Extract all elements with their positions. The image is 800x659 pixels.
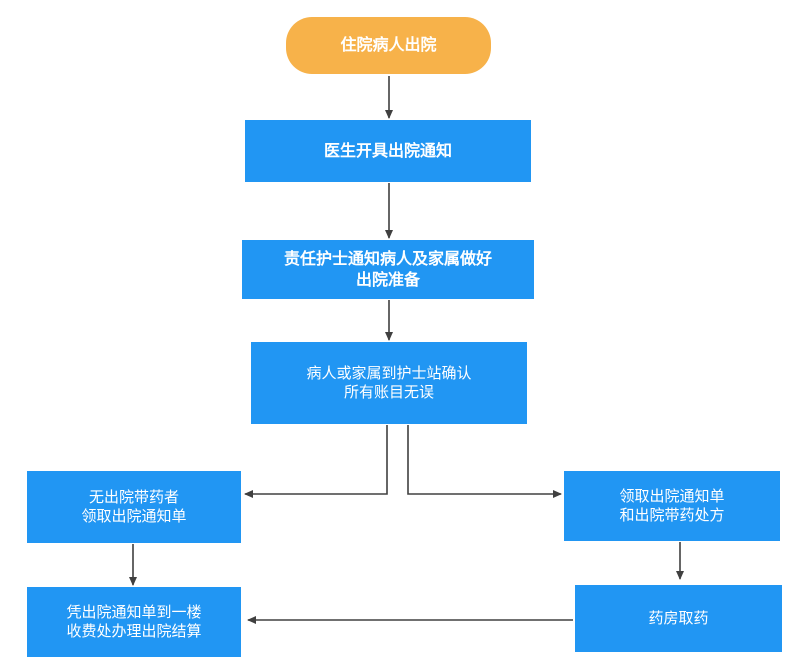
nurse-notify-label: 责任护士通知病人及家属做好 出院准备 [283, 248, 492, 289]
doctor-notice-box: 医生开具出院通知 [245, 120, 531, 182]
start-node: 住院病人出院 [286, 17, 491, 74]
confirm-account-box: 病人或家属到护士站确认 所有账目无误 [251, 342, 527, 424]
arrow-confirm-to-with-medicine [407, 425, 562, 498]
pharmacy-label: 药房取药 [648, 608, 709, 627]
start-node-label: 住院病人出院 [340, 35, 437, 55]
billing-label: 凭出院通知单到一楼 收费处办理出院结算 [66, 602, 202, 641]
arrow-confirm-to-no-medicine [244, 425, 388, 498]
nurse-notify-box: 责任护士通知病人及家属做好 出院准备 [242, 240, 534, 299]
with-medicine-box: 领取出院通知单 和出院带药处方 [564, 471, 780, 541]
billing-box: 凭出院通知单到一楼 收费处办理出院结算 [27, 587, 241, 657]
doctor-notice-label: 医生开具出院通知 [323, 140, 452, 160]
confirm-account-label: 病人或家属到护士站确认 所有账目无误 [306, 363, 472, 402]
no-medicine-box: 无出院带药者 领取出院通知单 [27, 471, 241, 543]
no-medicine-label: 无出院带药者 领取出院通知单 [81, 487, 187, 526]
with-medicine-label: 领取出院通知单 和出院带药处方 [619, 486, 725, 525]
pharmacy-box: 药房取药 [575, 585, 782, 652]
